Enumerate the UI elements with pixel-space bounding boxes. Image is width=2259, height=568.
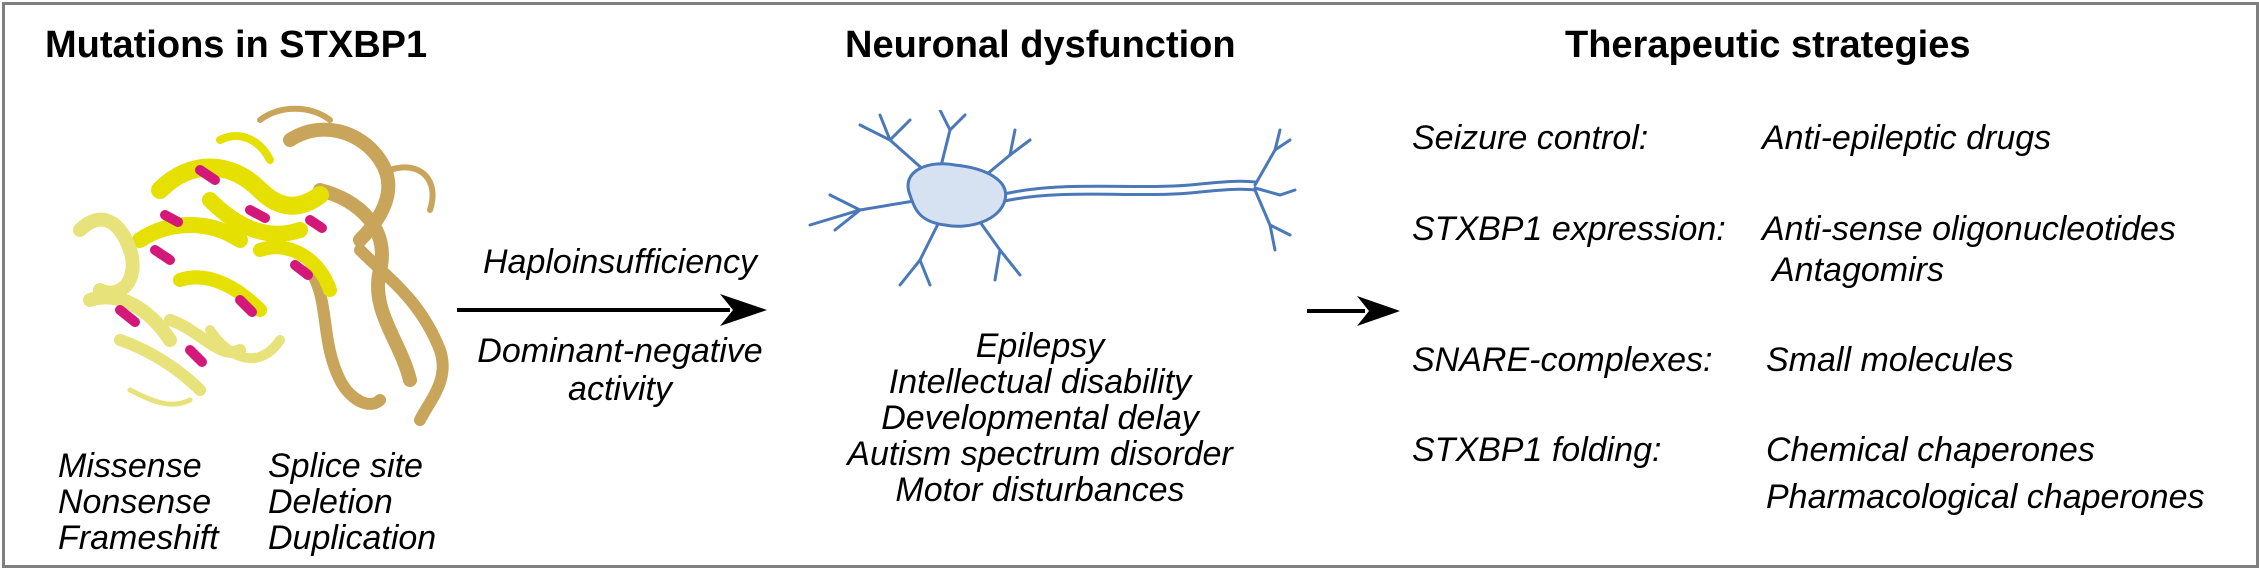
strategy-approach-chemical-chaperones: Chemical chaperones	[1766, 431, 2095, 469]
symptom-intellectual-disability: Intellectual disability	[888, 363, 1192, 401]
strategy-approach-small-molecules: Small molecules	[1766, 341, 2014, 379]
symptom-motor-disturbances: Motor disturbances	[895, 471, 1185, 509]
strategy-approach-pharmacological-chaperones: Pharmacological chaperones	[1766, 478, 2205, 516]
symptom-developmental-delay: Developmental delay	[881, 399, 1199, 437]
symptom-autism-spectrum-disorder: Autism spectrum disorder	[847, 435, 1233, 473]
strategy-approach-anti-sense-oligonucleotides: Anti-sense oligonucleotides	[1762, 210, 2176, 248]
right-panel-title: Therapeutic strategies	[1565, 24, 1971, 66]
mutation-deletion: Deletion	[268, 483, 393, 521]
arrow-label-dominant-negative: Dominant-negative activity	[455, 332, 785, 408]
mutation-frameshift: Frameshift	[58, 519, 219, 557]
strategy-target-stxbp1-expression: STXBP1 expression:	[1412, 210, 1726, 248]
right-arrow-icon	[457, 294, 767, 326]
middle-panel-title: Neuronal dysfunction	[845, 24, 1236, 66]
mutation-nonsense: Nonsense	[58, 483, 212, 521]
mutation-types-column-2: Splice site Deletion Duplication	[268, 448, 436, 556]
mutation-splice-site: Splice site	[268, 447, 423, 485]
strategy-approach-antagomirs: Antagomirs	[1772, 251, 1944, 289]
mutation-missense: Missense	[58, 447, 202, 485]
protein-structure-illustration	[73, 105, 449, 426]
left-panel-title: Mutations in STXBP1	[45, 24, 428, 66]
symptom-list: Epilepsy Intellectual disability Develop…	[780, 328, 1300, 508]
dominant-negative-line2: activity	[568, 370, 672, 408]
strategy-target-seizure-control: Seizure control:	[1412, 119, 1649, 157]
strategy-target-stxbp1-folding: STXBP1 folding:	[1412, 431, 1662, 469]
strategy-approach-anti-epileptic-drugs: Anti-epileptic drugs	[1762, 119, 2052, 157]
dominant-negative-line1: Dominant-negative	[477, 332, 763, 370]
arrow-label-haploinsufficiency: Haploinsufficiency	[482, 243, 758, 281]
strategy-target-snare-complexes: SNARE-complexes:	[1412, 341, 1713, 379]
neuron-illustration	[808, 110, 1297, 287]
symptom-epilepsy: Epilepsy	[975, 327, 1105, 365]
right-arrow-icon	[1307, 296, 1400, 326]
mutation-types-column-1: Missense Nonsense Frameshift	[58, 448, 219, 556]
mutation-duplication: Duplication	[268, 519, 437, 557]
